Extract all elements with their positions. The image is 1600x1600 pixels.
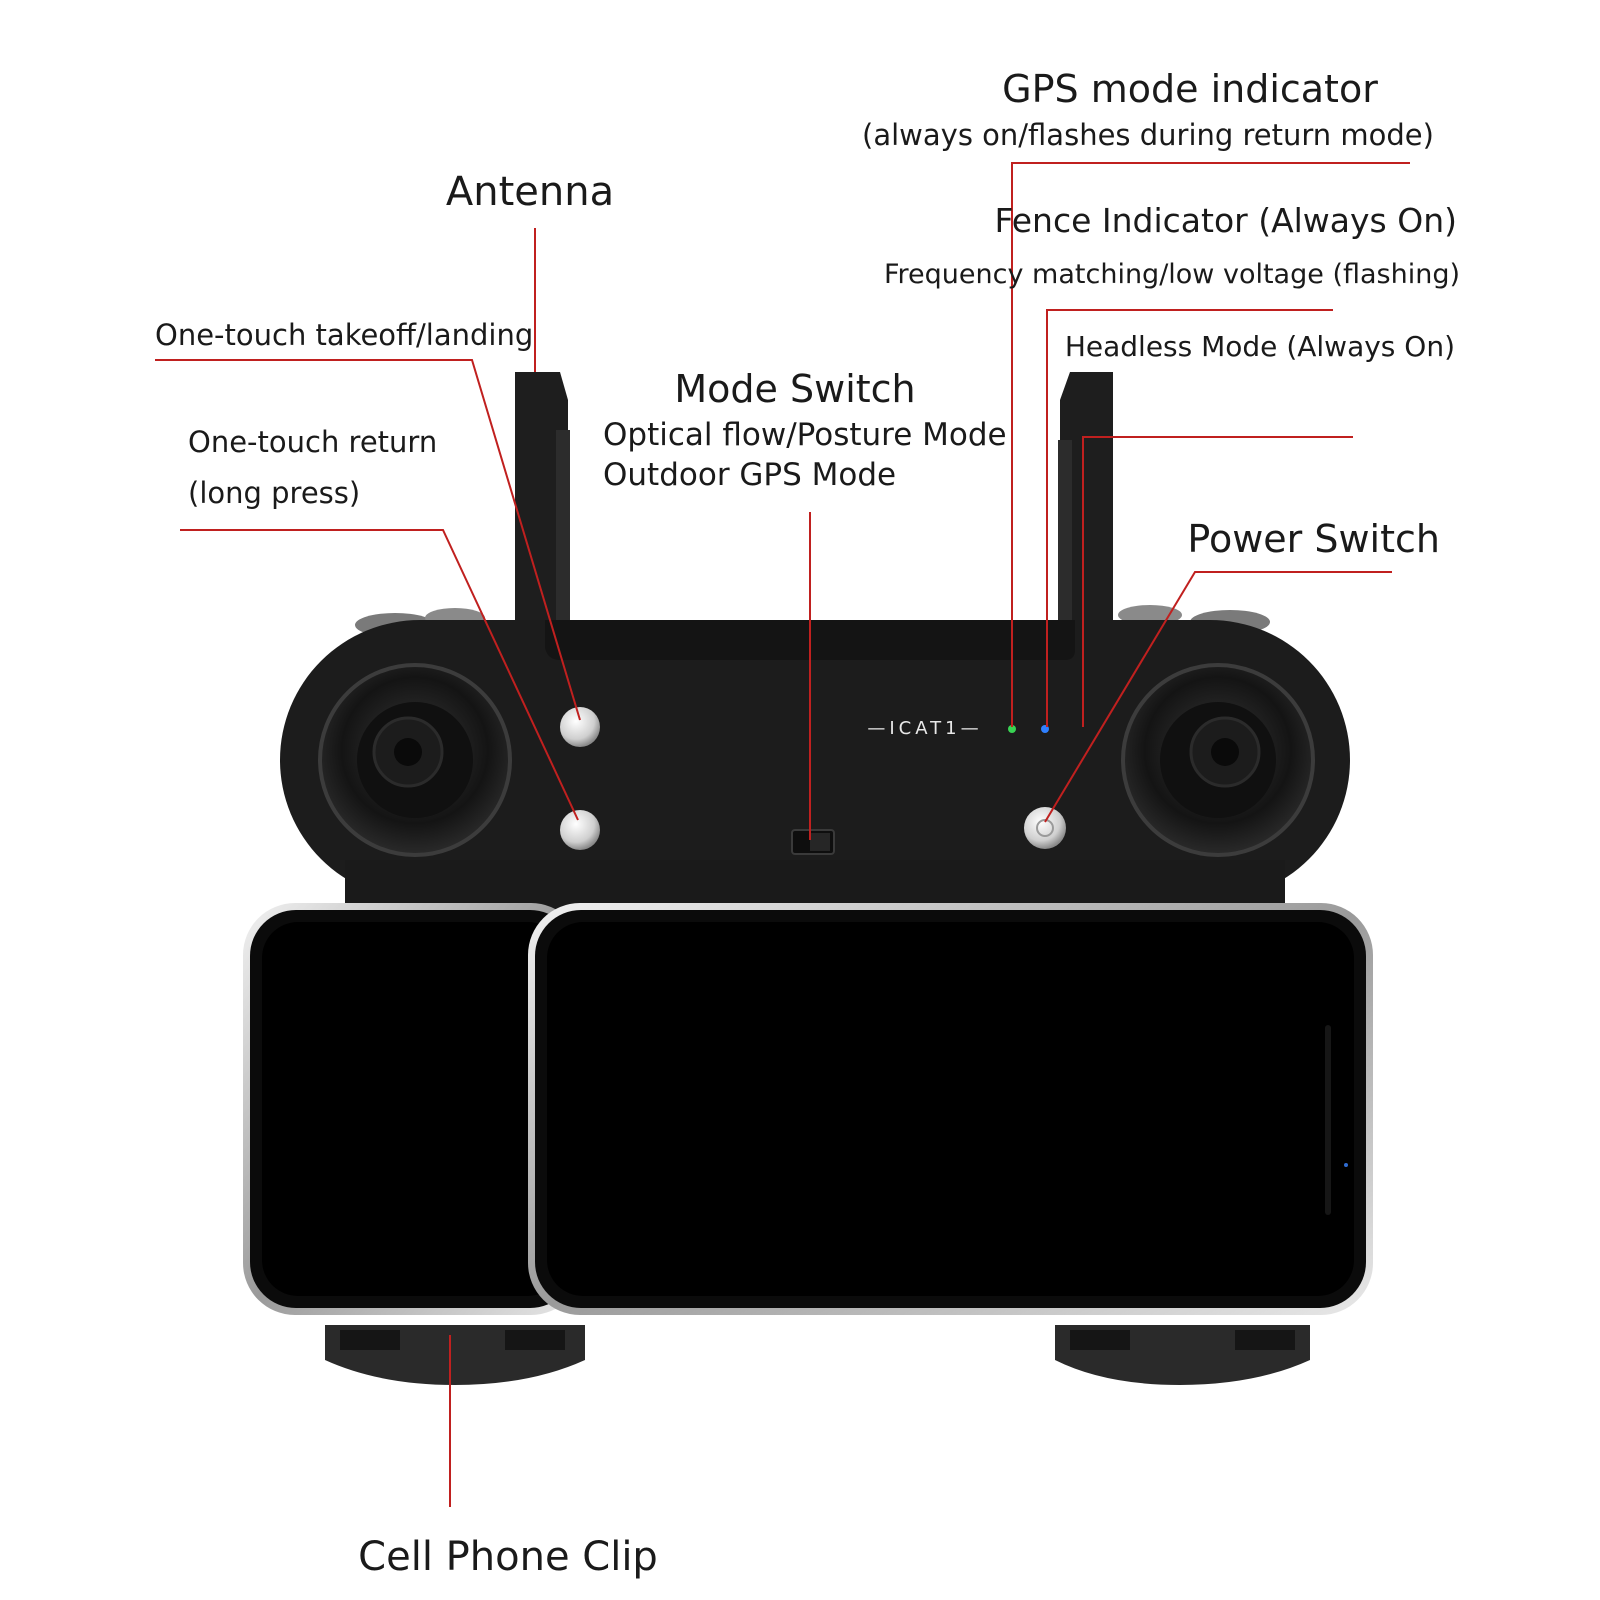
- phone-back: [243, 903, 583, 1315]
- mode-switch-line2: Outdoor GPS Mode: [603, 457, 896, 493]
- mode-switch[interactable]: [791, 829, 835, 855]
- headless-mode-label: Headless Mode (Always On): [1065, 330, 1455, 363]
- takeoff-landing-label: One-touch takeoff/landing: [155, 318, 533, 352]
- brand-logo: —ICAT1—: [867, 718, 982, 739]
- antenna-label: Antenna: [446, 169, 614, 215]
- takeoff-landing-button[interactable]: [560, 707, 600, 747]
- cell-phone-clip-label: Cell Phone Clip: [358, 1534, 658, 1580]
- antenna-left: [515, 372, 568, 620]
- gps-indicator-title: GPS mode indicator: [1002, 67, 1378, 111]
- mode-switch-title: Mode Switch: [674, 367, 915, 411]
- phone-clip: [325, 1325, 1310, 1385]
- right-stick[interactable]: [1121, 663, 1315, 857]
- leader-lines: [155, 162, 1410, 1507]
- mode-switch-line1: Optical flow/Posture Mode: [603, 417, 1007, 453]
- gps-led-icon: [1008, 725, 1016, 733]
- controller-body: —ICAT1—: [280, 372, 1350, 910]
- return-label-line2: (long press): [188, 476, 360, 510]
- gps-indicator-subtitle: (always on/flashes during return mode): [862, 118, 1434, 152]
- antenna-right: [1060, 372, 1113, 620]
- return-button[interactable]: [560, 810, 600, 850]
- power-switch-button[interactable]: [1024, 807, 1066, 849]
- left-stick[interactable]: [318, 663, 512, 857]
- return-label-line1: One-touch return: [188, 425, 437, 459]
- fence-indicator-subtitle: Frequency matching/low voltage (flashing…: [884, 259, 1460, 290]
- power-switch-label: Power Switch: [1187, 517, 1440, 561]
- phone-front: [528, 903, 1373, 1315]
- fence-indicator-title: Fence Indicator (Always On): [995, 201, 1457, 240]
